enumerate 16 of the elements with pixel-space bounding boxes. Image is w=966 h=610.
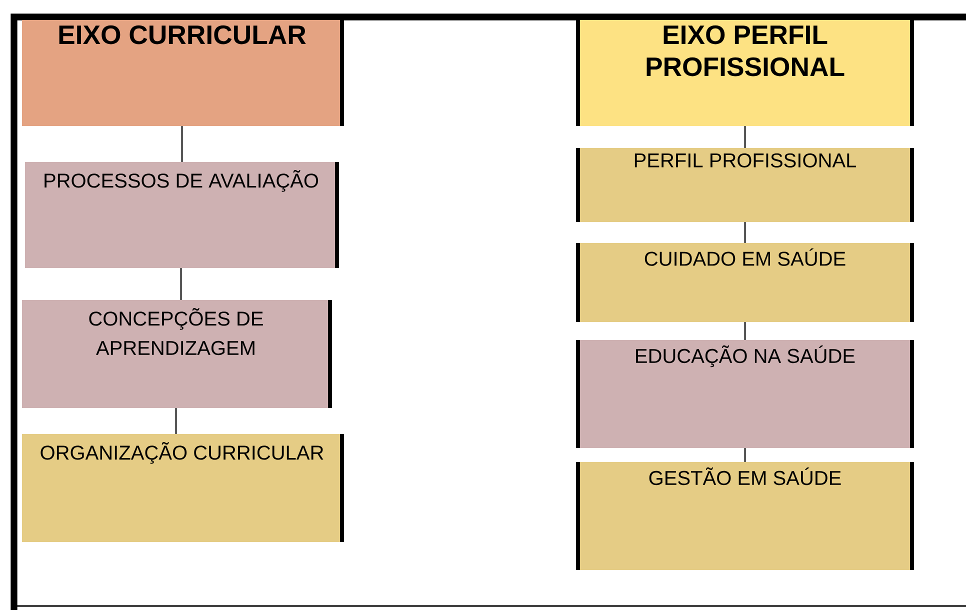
process-box: PERFIL PROFISSIONAL xyxy=(576,148,914,222)
connector-line xyxy=(744,126,746,148)
connector-line xyxy=(744,222,746,243)
connector-line xyxy=(744,448,746,462)
process-box: PROCESSOS DE AVALIAÇÃO xyxy=(25,162,339,268)
connector-line xyxy=(744,322,746,340)
process-box: ORGANIZAÇÃO CURRICULAR xyxy=(22,434,344,542)
connector-line xyxy=(181,126,183,162)
connector-line xyxy=(180,268,182,300)
process-box: GESTÃO EM SAÚDE xyxy=(576,462,914,570)
process-box: CONCEPÇÕES DE APRENDIZAGEM xyxy=(22,300,332,408)
heading-box: EIXO CURRICULAR xyxy=(22,20,344,126)
process-box: EDUCAÇÃO NA SAÚDE xyxy=(576,340,914,448)
connector-line xyxy=(175,408,177,434)
heading-box: EIXO PERFIL PROFISSIONAL xyxy=(576,20,914,126)
process-box: CUIDADO EM SAÚDE xyxy=(576,243,914,322)
